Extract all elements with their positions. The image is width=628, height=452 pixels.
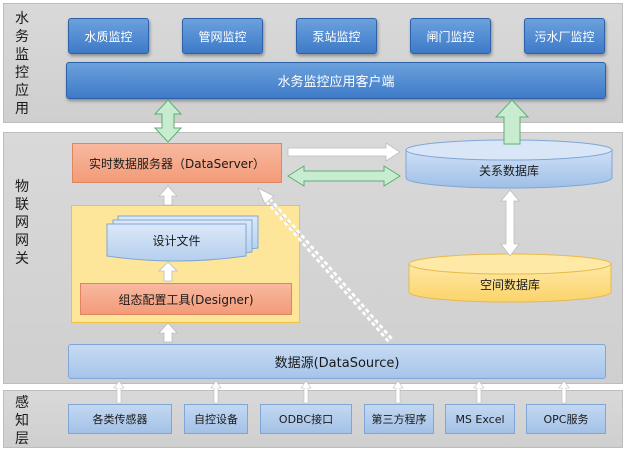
perception-layer-label: 感知层 (15, 395, 29, 447)
source-control-devices[interactable]: 自控设备 (184, 404, 248, 434)
arrow-file-to-dataserver (158, 185, 178, 206)
arrow-dataserver-db-bidirectional (287, 165, 401, 187)
source-third-party[interactable]: 第三方程序 (364, 404, 434, 434)
arrow-dataserver-to-db (287, 142, 401, 162)
spatial-db-label: 空间数据库 (479, 277, 540, 292)
app-module-sewage-plant[interactable]: 污水厂监控 (524, 18, 605, 54)
gateway-layer-label: 物联网网关 (15, 179, 29, 267)
source-ms-excel[interactable]: MS Excel (445, 404, 515, 434)
arrow-designer-to-file (158, 261, 178, 282)
app-module-pipe-network[interactable]: 管网监控 (182, 18, 263, 54)
arrow-datasource-to-designer (158, 322, 178, 343)
dataserver-box[interactable]: 实时数据服务器（DataServer） (72, 143, 282, 183)
arrows-sources-to-datasource (113, 380, 570, 404)
client-box[interactable]: 水务监控应用客户端 (66, 62, 606, 99)
source-opc[interactable]: OPC服务 (526, 404, 606, 434)
arrow-db-to-client (494, 99, 530, 145)
relational-db-cylinder[interactable] (405, 139, 613, 189)
source-sensors[interactable]: 各类传感器 (68, 404, 172, 434)
app-module-water-quality[interactable]: 水质监控 (68, 18, 149, 54)
design-file-stack[interactable] (106, 215, 259, 262)
designer-box[interactable]: 组态配置工具(Designer) (80, 283, 292, 315)
app-layer-label: 水务监控应用 (15, 11, 29, 117)
relational-db-label: 关系数据库 (478, 163, 539, 178)
arrow-relational-spatial (500, 189, 520, 257)
datasource-box[interactable]: 数据源(DataSource) (68, 344, 606, 379)
app-module-gate[interactable]: 闸门监控 (410, 18, 491, 54)
app-module-pump-station[interactable]: 泵站监控 (296, 18, 377, 54)
spatial-db-cylinder[interactable] (408, 253, 612, 303)
design-file-label: 设计文件 (152, 233, 201, 248)
source-odbc[interactable]: ODBC接口 (260, 404, 352, 434)
arrow-datasource-to-dataserver-dashed (257, 187, 393, 343)
arrow-client-dataserver (153, 99, 183, 143)
